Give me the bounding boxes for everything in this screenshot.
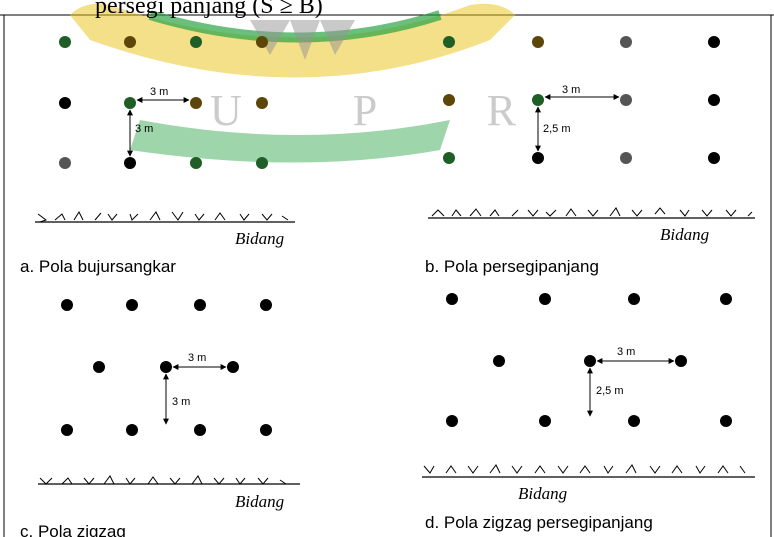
tree-dot [260,299,272,311]
tree-dot [443,152,455,164]
tree-dot [539,415,551,427]
panel-a-bujursangkar: 3 m 3 m Bidang a. Pola bujursangkar [20,36,295,276]
ground-label: Bidang [235,492,284,511]
tree-dot [124,97,136,109]
watermark-logo [70,3,515,163]
tree-dot [443,36,455,48]
tree-dot [256,36,268,48]
tree-dot [446,293,458,305]
panel-b-persegipanjang: 3 m 2,5 m Bidang b. Pola persegipanjang [425,36,755,276]
panel-d-zigzag-persegipanjang: 3 m 2,5 m Bidang d. Pola zigzag persegip… [422,293,755,532]
ground-hatching [423,464,746,474]
tree-dot [227,361,239,373]
spacing-label-vertical: 2,5 m [596,385,624,397]
tree-dot [61,424,73,436]
tree-dot [59,97,71,109]
tree-dot [59,157,71,169]
ground-hatching [431,207,753,217]
panel-caption: c. Pola zigzag [20,522,126,537]
ground-hatching [37,210,289,223]
spacing-label-vertical: 3 m [172,396,190,408]
tree-dot [675,355,687,367]
tree-dot [620,152,632,164]
spacing-label-vertical: 3 m [135,123,153,135]
tree-dot [493,355,505,367]
tree-dot [59,36,71,48]
tree-dot [126,424,138,436]
tree-dot [628,293,640,305]
page-heading: persegi panjang (S ≥ B) [95,0,323,19]
tree-dot [532,152,544,164]
ground-label: Bidang [518,484,567,503]
tree-dot [190,97,202,109]
tree-dot [61,299,73,311]
tree-dot [93,361,105,373]
panel-caption: a. Pola bujursangkar [20,257,176,276]
tree-dot [446,415,458,427]
tree-dot [720,415,732,427]
panel-caption: d. Pola zigzag persegipanjang [425,513,653,532]
tree-dot [194,424,206,436]
tree-dot [539,293,551,305]
tree-dot [260,424,272,436]
tree-dot [256,157,268,169]
spacing-label-vertical: 2,5 m [543,123,571,135]
tree-dot [194,299,206,311]
spacing-label-horizontal: 3 m [188,352,206,364]
spacing-label-horizontal: 3 m [562,84,580,96]
ground-label: Bidang [235,229,284,248]
tree-dot [628,415,640,427]
tree-dot [443,94,455,106]
spacing-label-horizontal: 3 m [150,86,168,98]
ground-label: Bidang [660,225,709,244]
tree-dot [708,94,720,106]
tree-dot [190,157,202,169]
tree-dot [532,94,544,106]
tree-dot [190,36,202,48]
tree-dot [708,36,720,48]
panel-caption: b. Pola persegipanjang [425,257,599,276]
tree-dot [708,152,720,164]
tree-dot [256,97,268,109]
ground-hatching [39,475,287,485]
tree-dot [532,36,544,48]
tree-dot [124,36,136,48]
spacing-label-horizontal: 3 m [617,346,635,358]
tree-dot [124,157,136,169]
watermark-text: U P R [210,86,566,135]
tree-dot [720,293,732,305]
tree-dot [620,36,632,48]
tree-dot [584,355,596,367]
panel-c-zigzag: 3 m 3 m Bidang c. Pola zigzag [20,299,300,537]
tree-dot [620,94,632,106]
tree-dot [126,299,138,311]
tree-dot [160,361,172,373]
